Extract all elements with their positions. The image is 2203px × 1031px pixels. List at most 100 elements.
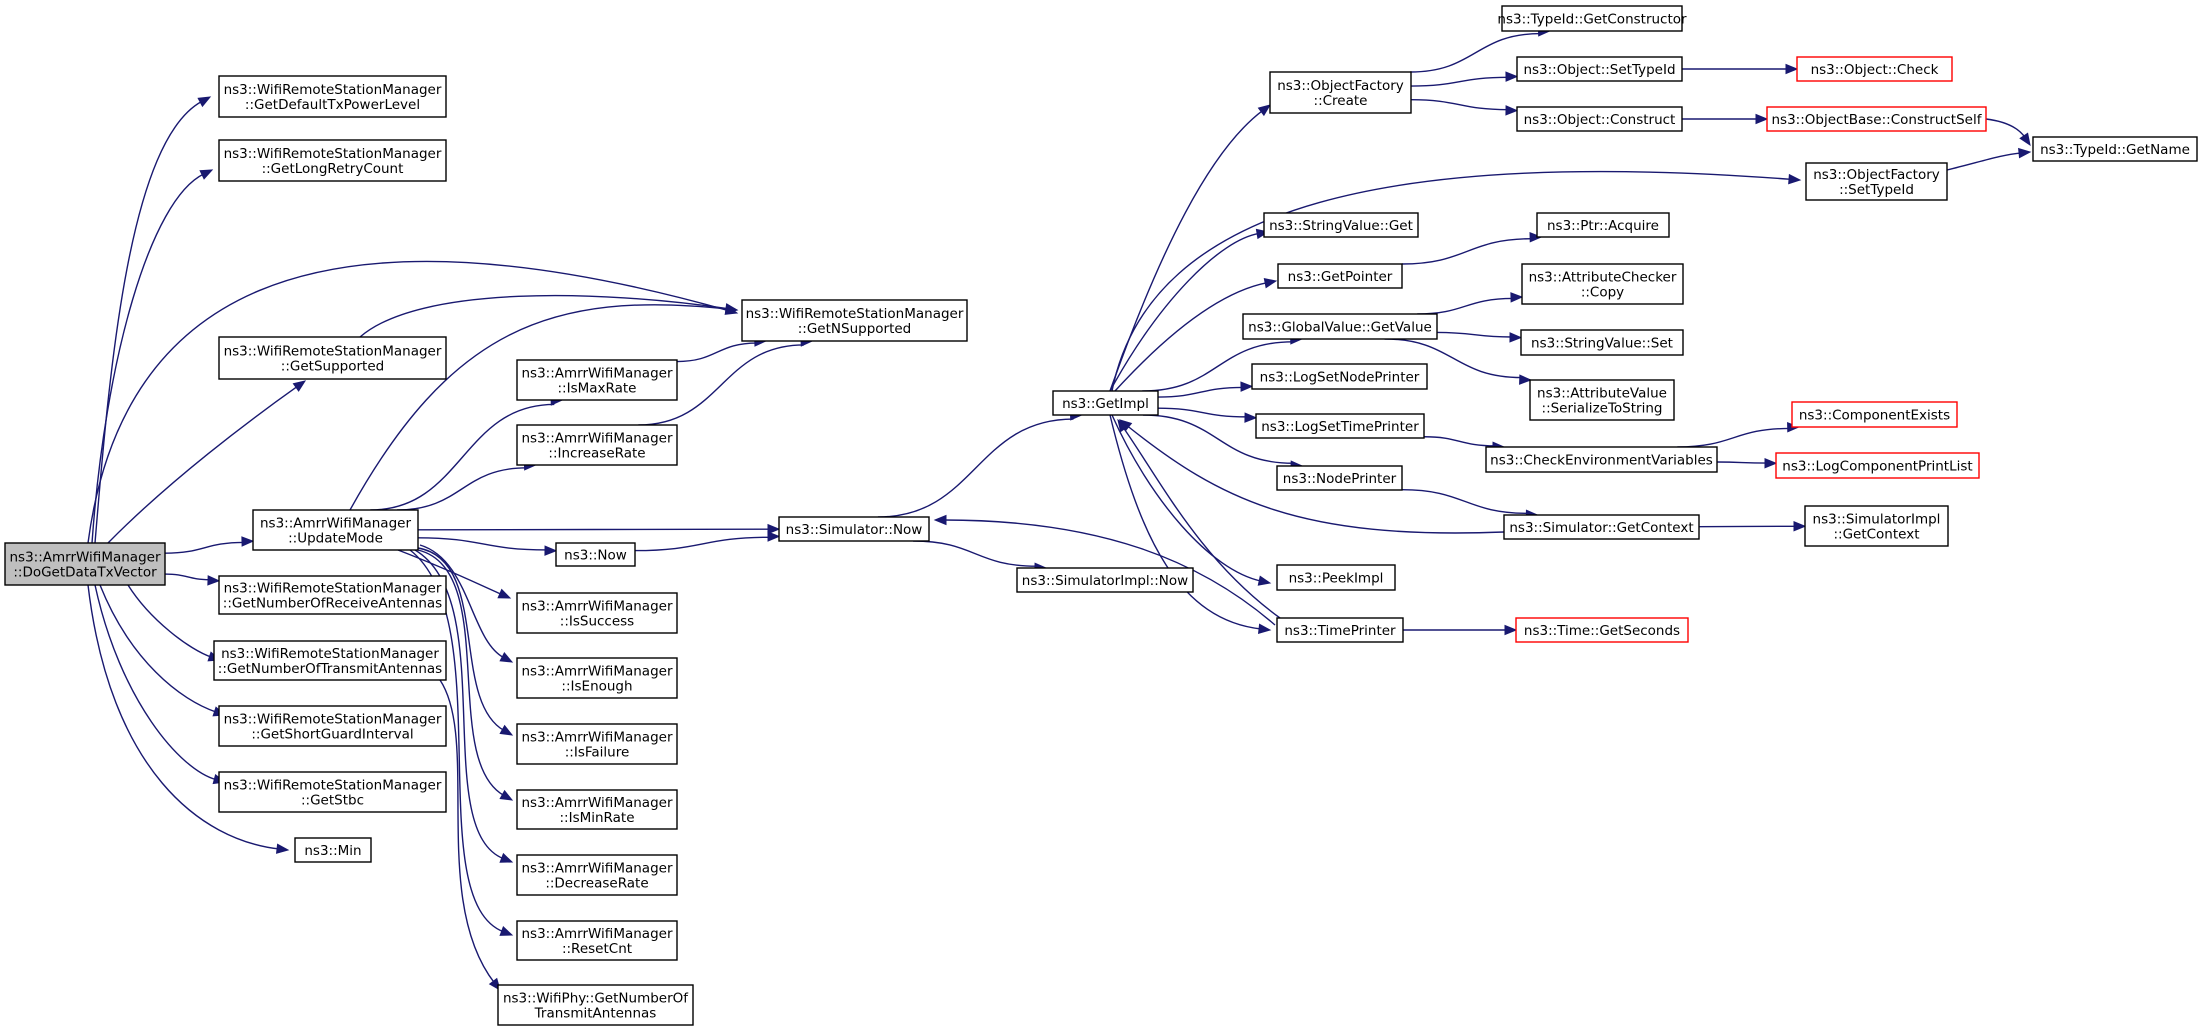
node-simNow[interactable]: ns3::Simulator::Now bbox=[778, 516, 930, 542]
node-box[interactable] bbox=[1276, 564, 1396, 591]
node-getShortGI[interactable]: ns3::WifiRemoteStationManager::GetShortG… bbox=[218, 705, 447, 747]
node-getPointer[interactable]: ns3::GetPointer bbox=[1277, 263, 1403, 289]
node-componentExists[interactable]: ns3::ComponentExists bbox=[1791, 401, 1958, 428]
node-box[interactable] bbox=[516, 424, 678, 466]
node-getNumRx[interactable]: ns3::WifiRemoteStationManager::GetNumber… bbox=[218, 575, 447, 615]
node-box[interactable] bbox=[516, 789, 678, 830]
node-box[interactable] bbox=[1255, 413, 1425, 439]
node-box[interactable] bbox=[1251, 363, 1428, 390]
node-typeIdGetName[interactable]: ns3::TypeId::GetName bbox=[2032, 136, 2198, 162]
node-simImplNow[interactable]: ns3::SimulatorImpl::Now bbox=[1016, 567, 1194, 593]
node-getNumTx[interactable]: ns3::WifiRemoteStationManager::GetNumber… bbox=[213, 640, 447, 681]
node-simImplGetContext[interactable]: ns3::SimulatorImpl::GetContext bbox=[1804, 505, 1949, 547]
node-box[interactable] bbox=[1520, 329, 1684, 356]
node-isSuccess[interactable]: ns3::AmrrWifiManager::IsSuccess bbox=[516, 592, 678, 634]
node-isEnough[interactable]: ns3::AmrrWifiManager::IsEnough bbox=[516, 657, 678, 699]
node-getNSupported[interactable]: ns3::WifiRemoteStationManager::GetNSuppo… bbox=[741, 299, 968, 342]
node-min[interactable]: ns3::Min bbox=[294, 837, 372, 863]
node-box[interactable] bbox=[1277, 263, 1403, 289]
node-timeGetSeconds[interactable]: ns3::Time::GetSeconds bbox=[1515, 617, 1689, 643]
node-box[interactable] bbox=[1052, 390, 1159, 416]
node-box[interactable] bbox=[218, 139, 447, 182]
node-box[interactable] bbox=[1796, 56, 1953, 82]
node-getImpl[interactable]: ns3::GetImpl bbox=[1052, 390, 1159, 416]
node-box[interactable] bbox=[1485, 446, 1718, 473]
node-box[interactable] bbox=[2032, 136, 2198, 162]
node-box[interactable] bbox=[1276, 465, 1403, 491]
node-box[interactable] bbox=[516, 920, 678, 961]
node-logSetNodePrinter[interactable]: ns3::LogSetNodePrinter bbox=[1251, 363, 1428, 390]
node-box[interactable] bbox=[4, 542, 166, 586]
node-getSupported[interactable]: ns3::WifiRemoteStationManager::GetSuppor… bbox=[218, 336, 447, 380]
node-stringValueSet[interactable]: ns3::StringValue::Set bbox=[1520, 329, 1684, 356]
node-peekImpl[interactable]: ns3::PeekImpl bbox=[1276, 564, 1396, 591]
node-objConstruct[interactable]: ns3::Object::Construct bbox=[1516, 106, 1683, 132]
node-increaseRate[interactable]: ns3::AmrrWifiManager::IncreaseRate bbox=[516, 424, 678, 466]
node-box[interactable] bbox=[516, 359, 678, 401]
node-box[interactable] bbox=[218, 336, 447, 380]
node-box[interactable] bbox=[778, 516, 930, 542]
node-box[interactable] bbox=[741, 299, 968, 342]
node-box[interactable] bbox=[516, 854, 678, 896]
node-attrCheckerCopy[interactable]: ns3::AttributeChecker::Copy bbox=[1521, 263, 1684, 305]
node-ptrAcquire[interactable]: ns3::Ptr::Acquire bbox=[1536, 212, 1670, 238]
node-box[interactable] bbox=[1503, 514, 1700, 540]
node-box[interactable] bbox=[497, 984, 694, 1026]
node-logSetTimePrinter[interactable]: ns3::LogSetTimePrinter bbox=[1255, 413, 1425, 439]
node-resetCnt[interactable]: ns3::AmrrWifiManager::ResetCnt bbox=[516, 920, 678, 961]
node-box[interactable] bbox=[516, 657, 678, 699]
node-objCheck[interactable]: ns3::Object::Check bbox=[1796, 56, 1953, 82]
node-box[interactable] bbox=[516, 592, 678, 634]
node-getLongRetryCount[interactable]: ns3::WifiRemoteStationManager::GetLongRe… bbox=[218, 139, 447, 182]
node-box[interactable] bbox=[1529, 379, 1675, 421]
node-box[interactable] bbox=[1501, 5, 1683, 32]
node-ofSetTypeId[interactable]: ns3::ObjectFactory::SetTypeId bbox=[1805, 162, 1948, 201]
node-timePrinter[interactable]: ns3::TimePrinter bbox=[1276, 617, 1404, 643]
node-box[interactable] bbox=[1516, 56, 1683, 82]
node-nodePrinter[interactable]: ns3::NodePrinter bbox=[1276, 465, 1403, 491]
node-decreaseRate[interactable]: ns3::AmrrWifiManager::DecreaseRate bbox=[516, 854, 678, 896]
node-box[interactable] bbox=[294, 837, 372, 863]
node-phyNumTx[interactable]: ns3::WifiPhy::GetNumberOfTransmitAntenna… bbox=[497, 984, 694, 1026]
node-box[interactable] bbox=[1263, 212, 1419, 238]
node-now[interactable]: ns3::Now bbox=[555, 542, 636, 567]
node-box[interactable] bbox=[1516, 106, 1683, 132]
node-box[interactable] bbox=[218, 705, 447, 747]
node-box[interactable] bbox=[1805, 162, 1948, 201]
node-box[interactable] bbox=[1276, 617, 1404, 643]
node-box[interactable] bbox=[213, 640, 447, 681]
node-checkEnvVars[interactable]: ns3::CheckEnvironmentVariables bbox=[1485, 446, 1718, 473]
node-isMinRate[interactable]: ns3::AmrrWifiManager::IsMinRate bbox=[516, 789, 678, 830]
node-isMaxRate[interactable]: ns3::AmrrWifiManager::IsMaxRate bbox=[516, 359, 678, 401]
node-objBaseConstructSelf[interactable]: ns3::ObjectBase::ConstructSelf bbox=[1766, 106, 1987, 132]
node-box[interactable] bbox=[1791, 401, 1958, 428]
node-box[interactable] bbox=[1766, 106, 1987, 132]
node-box[interactable] bbox=[516, 723, 678, 765]
node-ofCreate[interactable]: ns3::ObjectFactory::Create bbox=[1269, 71, 1412, 114]
node-box[interactable] bbox=[1515, 617, 1689, 643]
node-box[interactable] bbox=[218, 575, 447, 615]
node-box[interactable] bbox=[1242, 313, 1438, 340]
node-box[interactable] bbox=[1016, 567, 1194, 593]
node-typeIdGetCtor[interactable]: ns3::TypeId::GetConstructor bbox=[1497, 5, 1687, 32]
node-objSetTypeId[interactable]: ns3::Object::SetTypeId bbox=[1516, 56, 1683, 82]
node-box[interactable] bbox=[1775, 452, 1980, 479]
node-globalValueGetValue[interactable]: ns3::GlobalValue::GetValue bbox=[1242, 313, 1438, 340]
node-box[interactable] bbox=[252, 509, 419, 551]
node-getDefaultTxPowerLevel[interactable]: ns3::WifiRemoteStationManager::GetDefaul… bbox=[218, 75, 447, 118]
node-box[interactable] bbox=[555, 542, 636, 567]
node-updateMode[interactable]: ns3::AmrrWifiManager::UpdateMode bbox=[252, 509, 419, 551]
node-getStbc[interactable]: ns3::WifiRemoteStationManager::GetStbc bbox=[218, 771, 447, 813]
node-box[interactable] bbox=[1536, 212, 1670, 238]
node-attrValueSerialize[interactable]: ns3::AttributeValue::SerializeToString bbox=[1529, 379, 1675, 421]
node-box[interactable] bbox=[218, 771, 447, 813]
node-box[interactable] bbox=[1521, 263, 1684, 305]
node-isFailure[interactable]: ns3::AmrrWifiManager::IsFailure bbox=[516, 723, 678, 765]
node-simGetContext[interactable]: ns3::Simulator::GetContext bbox=[1503, 514, 1700, 540]
node-box[interactable] bbox=[1804, 505, 1949, 547]
node-logComponentPrintList[interactable]: ns3::LogComponentPrintList bbox=[1775, 452, 1980, 479]
node-root[interactable]: ns3::AmrrWifiManager::DoGetDataTxVector bbox=[4, 542, 166, 586]
node-stringValueGet[interactable]: ns3::StringValue::Get bbox=[1263, 212, 1419, 238]
node-box[interactable] bbox=[1269, 71, 1412, 114]
node-box[interactable] bbox=[218, 75, 447, 118]
